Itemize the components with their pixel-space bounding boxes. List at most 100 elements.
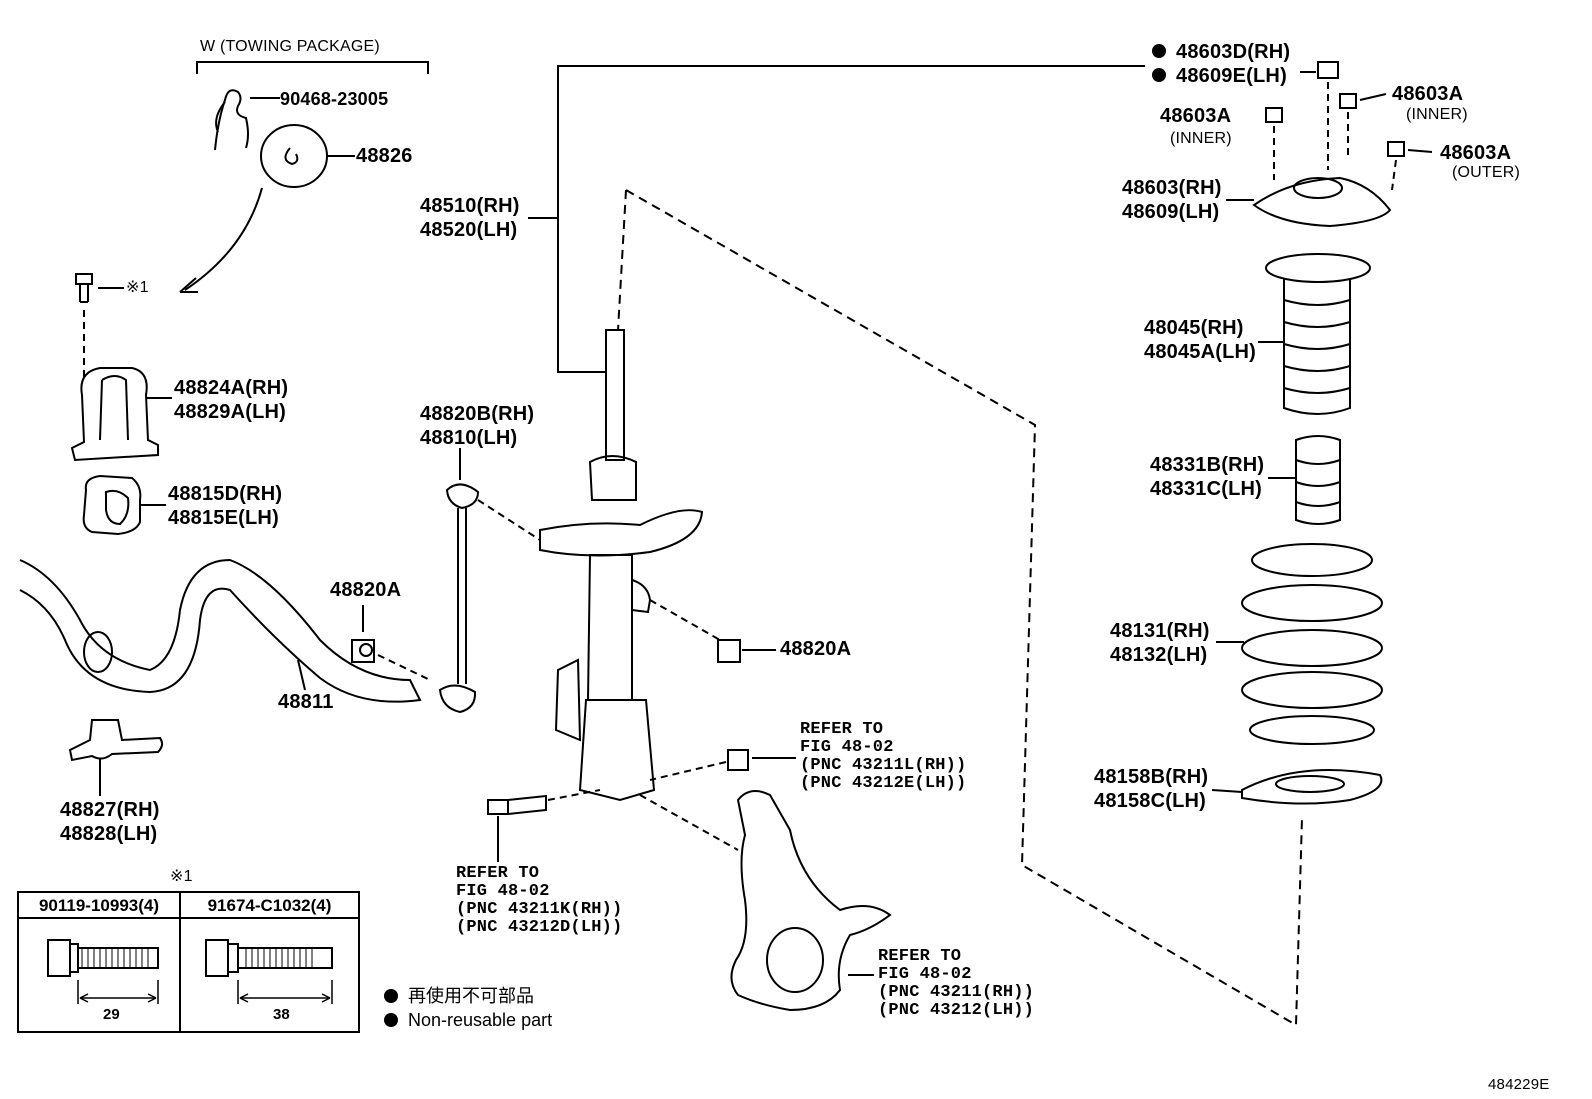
refer-nut-4: (PNC 43212E(LH)) [800, 774, 967, 793]
upper-bracket-shape [70, 367, 159, 462]
refer-knuckle-2: FIG 48-02 [878, 965, 972, 984]
link-bottom-ball [438, 684, 477, 714]
inner-nut-right-shape [1339, 93, 1357, 109]
label-outer-nut-note: (OUTER) [1452, 164, 1521, 181]
stabilizer-bar-shape [19, 558, 422, 703]
legend-en: Non-reusable part [384, 1008, 552, 1032]
bolt-shape [75, 273, 93, 303]
figure-id: 484229E [1488, 1076, 1550, 1093]
outer-nut-shape [1387, 141, 1405, 157]
stabilizer-bushing-ring [83, 631, 113, 673]
nut-left-shape [351, 639, 375, 663]
mount-shape [1252, 176, 1392, 228]
label-boot-lh: 48045A(LH) [1144, 341, 1257, 363]
spring-coil-2 [1241, 584, 1383, 622]
label-bushing-rh: 48815D(RH) [168, 483, 283, 505]
plate-hook [284, 147, 299, 166]
shock-link-mount [631, 579, 652, 614]
refer-bolt-2: FIG 48-02 [456, 882, 550, 901]
label-boot-rh: 48045(RH) [1144, 317, 1244, 339]
label-clip: 90468-23005 [280, 89, 389, 109]
shock-nut-dash [649, 599, 721, 641]
label-outer-nut: 48603A [1440, 142, 1512, 164]
leader-outer [1407, 149, 1433, 153]
link-top-ball [445, 483, 480, 510]
lower-bracket-shape [68, 719, 164, 762]
label-insulator-lh: 48158C(LH) [1094, 790, 1207, 812]
refer-knuckle-4: (PNC 43212(LH)) [878, 1001, 1035, 1020]
label-spring-lh: 48132(LH) [1110, 644, 1208, 666]
table-dim-1 [77, 980, 159, 1004]
table-bolt-2 [205, 939, 333, 977]
nut-right-shape [717, 639, 741, 663]
knuckle-hub-hole [766, 927, 824, 993]
legend-jp: 再使用不可部品 [384, 984, 534, 1008]
label-bushing-lh: 48815E(LH) [168, 507, 279, 529]
clip-shape-2 [215, 101, 226, 133]
label-shock-lh: 48520(LH) [420, 219, 518, 241]
refer-knuckle-1: REFER TO [878, 947, 962, 966]
knuckle-dash [639, 794, 739, 851]
bushing-hole [105, 489, 130, 526]
leader-inner-right [1359, 93, 1387, 101]
label-bumper-lh: 48331C(LH) [1150, 478, 1263, 500]
mount-center [1293, 177, 1343, 199]
towing-bracket-line [196, 61, 429, 74]
non-reusable-dot [1152, 68, 1166, 83]
bushing-shape [82, 474, 142, 536]
non-reusable-dot [1152, 44, 1166, 59]
label-stabilizer-bar: 48811 [278, 691, 334, 713]
label-plate: 48826 [356, 145, 413, 167]
nut-refer-dash [649, 761, 727, 781]
spring-coil-4 [1241, 671, 1383, 709]
label-spring-rh: 48131(RH) [1110, 620, 1210, 642]
bumper-ribs [1295, 459, 1341, 507]
clip-shape [214, 89, 249, 151]
spring-coil-3 [1241, 629, 1383, 667]
shock-side-tab [554, 658, 582, 742]
table-dim-2 [237, 980, 333, 1004]
arrow-head [179, 277, 198, 293]
top-nut-shape [1317, 61, 1339, 79]
inner-nut-left-shape [1265, 107, 1283, 123]
shock-body [586, 554, 633, 701]
knuckle-shape [730, 790, 892, 1012]
table-col1-part: 90119-10993(4) [19, 893, 179, 919]
outer-nut-dash [1391, 159, 1397, 191]
refer-nut-1: REFER TO [800, 720, 884, 739]
nut-left-dash [377, 654, 431, 681]
table-bolt-2-thread [245, 948, 313, 968]
legend-dot [384, 988, 398, 1003]
refer-knuckle-3: (PNC 43211(RH)) [878, 983, 1035, 1002]
refer-nut-3: (PNC 43211L(RH)) [800, 756, 967, 775]
bolt-refer-shape [487, 794, 547, 815]
legend-dot [384, 1012, 398, 1027]
plate-shape [260, 124, 328, 188]
refer-nut-2: FIG 48-02 [800, 738, 894, 757]
assembly-dash-outline [625, 189, 1303, 1027]
label-upper-bracket-rh: 48824A(RH) [174, 377, 289, 399]
towing-package-title: W (TOWING PACKAGE) [200, 38, 380, 55]
label-upper-bracket-lh: 48829A(LH) [174, 401, 287, 423]
label-inner-nut-right-note: (INNER) [1406, 106, 1468, 123]
shock-bracket [578, 699, 656, 802]
label-link-lh: 48810(LH) [420, 427, 518, 449]
label-insulator-rh: 48158B(RH) [1094, 766, 1209, 788]
shock-upper-body [588, 455, 637, 501]
label-inner-nut-left: 48603A [1160, 105, 1232, 127]
spring-coil-1 [1251, 543, 1373, 577]
table-bolt-1-thread [81, 948, 149, 968]
label-top-nut-rh: 48603D(RH) [1152, 40, 1290, 64]
label-lower-bracket-lh: 48828(LH) [60, 823, 158, 845]
refer-bolt-4: (PNC 43212D(LH)) [456, 918, 623, 937]
label-shock-rh: 48510(RH) [420, 195, 520, 217]
table-col1-length: 29 [103, 1006, 120, 1023]
boot-top [1265, 253, 1371, 283]
label-inner-nut-right: 48603A [1392, 83, 1464, 105]
label-table-note: ※1 [170, 868, 193, 885]
leader-insulator [1211, 789, 1243, 793]
bolt-refer-dash [547, 789, 601, 801]
spring-coil-5 [1249, 715, 1375, 745]
leader-top-nut [557, 65, 1145, 373]
